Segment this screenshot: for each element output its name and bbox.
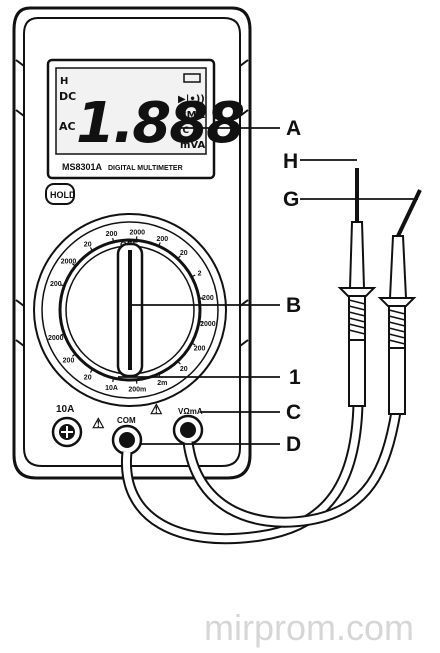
rotary-dial[interactable]: 200 2000 20 200 2000 200 20 2 200 2000 200 20 2m 200m…	[33, 213, 227, 407]
dial-scale-label: 200	[106, 231, 118, 238]
jack-vohm[interactable]	[172, 414, 204, 446]
dial-tick	[177, 255, 181, 260]
callout-1: 1	[289, 366, 301, 389]
callout-b: B	[286, 294, 301, 317]
jack-vohm-label: VΩmA	[178, 407, 203, 416]
dial-tick	[191, 274, 196, 278]
dial-scale-label: 2000	[130, 229, 146, 236]
dial-scale-label: 20	[180, 366, 188, 373]
dial-tick	[60, 333, 65, 336]
dial-tick	[198, 297, 204, 300]
dial-knob[interactable]	[116, 242, 144, 378]
callout-h: H	[283, 150, 298, 173]
warning-icon: ⚠	[150, 401, 163, 417]
dial-scale-label: 200	[194, 345, 206, 352]
dial-tick	[198, 320, 204, 323]
dial-scale-label: 20	[84, 375, 92, 382]
dial-tick	[191, 342, 196, 346]
dial-scale-label: 2000	[200, 321, 216, 328]
lcd-display: H DC AC 1.888 ▶|•)) kMΩ °C °F mVA MS8301…	[46, 58, 245, 180]
callout-c: C	[286, 401, 301, 424]
dial-scale-label: 200	[156, 236, 168, 243]
dial-scale-label: 20	[180, 250, 188, 257]
model-name: DIGITAL MULTIMETER	[108, 165, 183, 172]
callout-a: A	[286, 117, 301, 140]
dial-scale: 200 2000 20 200 2000 200 20 2 200 2000 200 20 2m 200m…	[48, 229, 216, 393]
watermark: mirprom.com	[204, 607, 414, 648]
dial-tick	[89, 368, 94, 373]
battery-icon	[183, 73, 201, 83]
dial-scale-label: 200m	[128, 387, 146, 394]
lcd-digits: 1.888	[76, 91, 243, 156]
jack-com-label: COM	[117, 416, 136, 425]
callout-d: D	[286, 433, 301, 456]
probe-h	[337, 168, 377, 407]
jack-10a[interactable]	[51, 416, 83, 448]
dial-tick	[112, 377, 115, 383]
dial-tick	[71, 353, 76, 357]
diode-icon: ▶|•))	[178, 94, 205, 105]
lcd-h-indicator: H	[60, 76, 68, 87]
probe-g	[377, 189, 422, 415]
callout-g: G	[283, 188, 299, 211]
dial-scale-label: 2	[198, 271, 202, 278]
warning-icon: ⚠	[92, 415, 105, 431]
test-lead-cables	[120, 403, 402, 545]
dial-scale-label: 10A	[105, 385, 118, 392]
lcd-kmohm: kMΩ	[180, 110, 206, 121]
callout-lines	[118, 127, 418, 445]
dial-scale-label: 20	[84, 241, 92, 248]
dial-scale-label: 200	[63, 358, 75, 365]
dial-tick	[89, 247, 94, 252]
dial-tick	[71, 263, 76, 267]
jack-com[interactable]	[111, 424, 143, 456]
dial-tick	[112, 237, 115, 243]
dial-tick	[177, 360, 181, 365]
lcd-unit: mVA	[180, 140, 205, 151]
jack-10a-label: 10A	[56, 404, 74, 415]
dial-tick	[158, 242, 161, 247]
dial-scale-label: 2000	[61, 259, 77, 266]
lcd-temp: °C °F	[178, 126, 203, 136]
dial-scale-label: 200	[50, 281, 62, 288]
dial-scale-label: 2m	[157, 380, 167, 387]
hold-button[interactable]: HOLD	[45, 183, 76, 205]
dial-scale-label: 2000	[48, 335, 64, 342]
input-jacks: 10A ⚠ ⚠ COM VΩmA	[51, 401, 204, 456]
dial-tick	[60, 284, 65, 287]
lcd-ac-indicator: AC	[59, 120, 76, 133]
lcd-dc-indicator: DC	[59, 90, 76, 103]
model-code: MS8301A	[62, 162, 103, 172]
dial-scale-label: 200	[202, 295, 214, 302]
hold-label: HOLD	[50, 190, 76, 200]
